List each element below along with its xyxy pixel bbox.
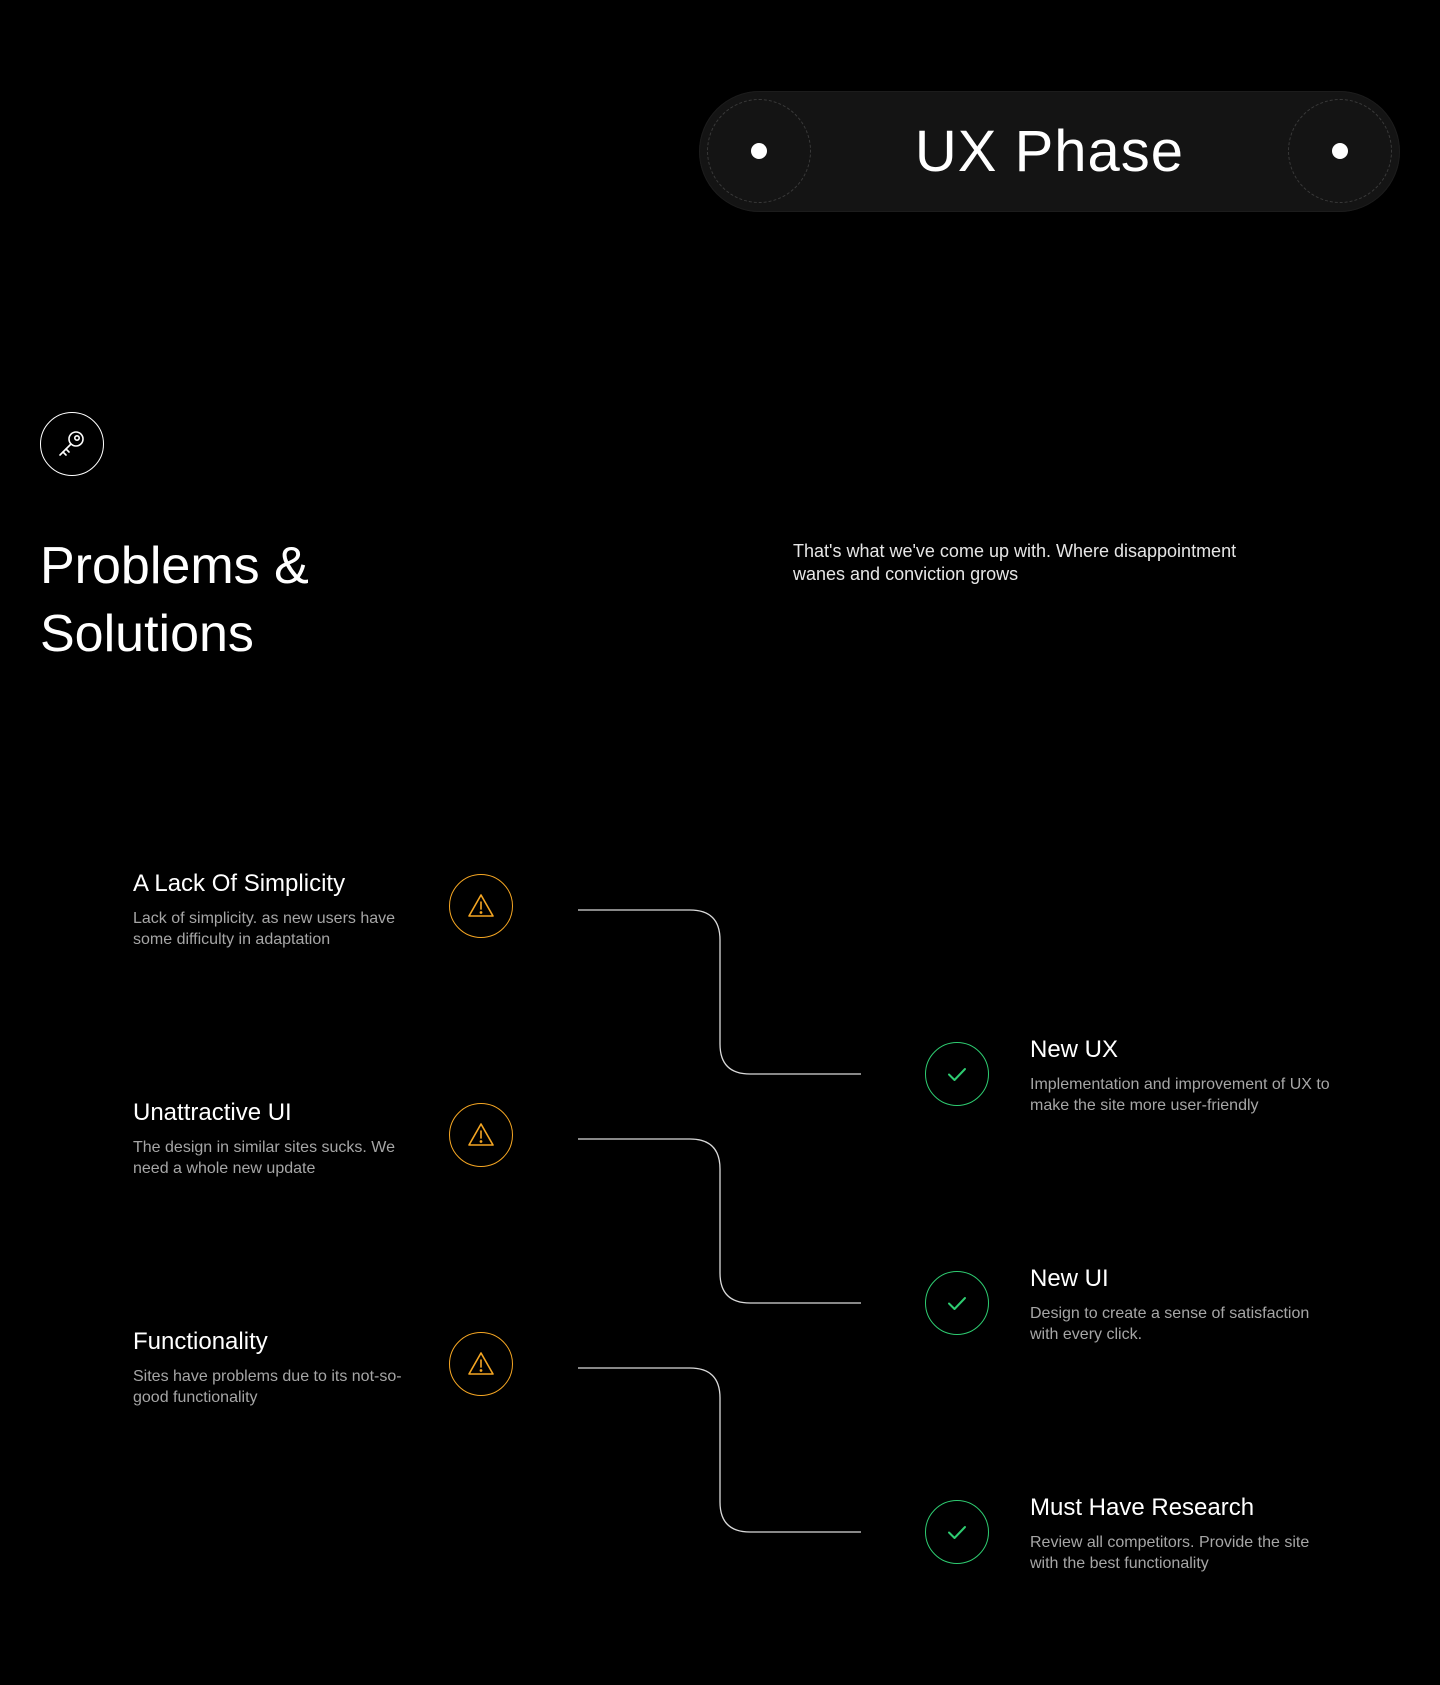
check-badge	[925, 1042, 989, 1106]
problem-title: Functionality	[133, 1328, 268, 1355]
key-icon	[59, 431, 84, 456]
phase-pill: UX Phase	[699, 91, 1400, 212]
check-icon	[948, 1526, 966, 1539]
problem-item: Functionality Sites have problems due to…	[133, 1327, 433, 1408]
solution-description: Review all competitors. Provide the site…	[1030, 1534, 1310, 1572]
solution-description: Implementation and improvement of UX to …	[1030, 1076, 1330, 1114]
phase-title: UX Phase	[914, 119, 1185, 184]
check-icon	[948, 1068, 966, 1081]
problem-title: Unattractive UI	[133, 1099, 292, 1126]
solution-title: New UI	[1030, 1265, 1109, 1292]
problem-description: Lack of simplicity. as new users have so…	[133, 910, 396, 948]
solution-title: New UX	[1030, 1036, 1119, 1063]
warning-badge	[449, 874, 513, 938]
warning-icon	[468, 894, 494, 917]
warning-icon	[468, 1123, 494, 1146]
section-title: Problems & Solutions	[40, 532, 460, 668]
pill-right-ring	[1288, 99, 1392, 203]
problem-description: The design in similar sites sucks. We ne…	[133, 1139, 396, 1177]
problem-description: Sites have problems due to its not-so-go…	[133, 1368, 402, 1406]
warning-icon	[468, 1352, 494, 1375]
problem-item: A Lack Of Simplicity Lack of simplicity.…	[133, 869, 433, 950]
check-icon	[948, 1297, 966, 1310]
check-badge	[925, 1500, 989, 1564]
problem-item: Unattractive UI The design in similar si…	[133, 1098, 433, 1179]
section-subtitle: That's what we've come up with. Where di…	[793, 541, 1237, 584]
solution-item: New UI Design to create a sense of satis…	[1030, 1264, 1330, 1345]
check-badge	[925, 1271, 989, 1335]
solution-item: New UX Implementation and improvement of…	[1030, 1035, 1330, 1116]
pill-left-ring	[707, 99, 811, 203]
solution-description: Design to create a sense of satisfaction…	[1030, 1305, 1310, 1343]
pill-left-dot	[751, 143, 767, 159]
pill-right-dot	[1332, 143, 1348, 159]
section-title-line2: Solutions	[40, 605, 254, 663]
section-title-line1: Problems &	[40, 537, 309, 595]
solution-title: Must Have Research	[1030, 1494, 1255, 1521]
connector-2	[578, 1138, 861, 1304]
connector-3	[578, 1367, 861, 1533]
warning-badge	[449, 1332, 513, 1396]
connector-1	[578, 909, 861, 1075]
solution-item: Must Have Research Review all competitor…	[1030, 1493, 1330, 1574]
warning-badge	[449, 1103, 513, 1167]
problem-title: A Lack Of Simplicity	[133, 870, 346, 897]
key-icon-badge	[40, 412, 104, 476]
